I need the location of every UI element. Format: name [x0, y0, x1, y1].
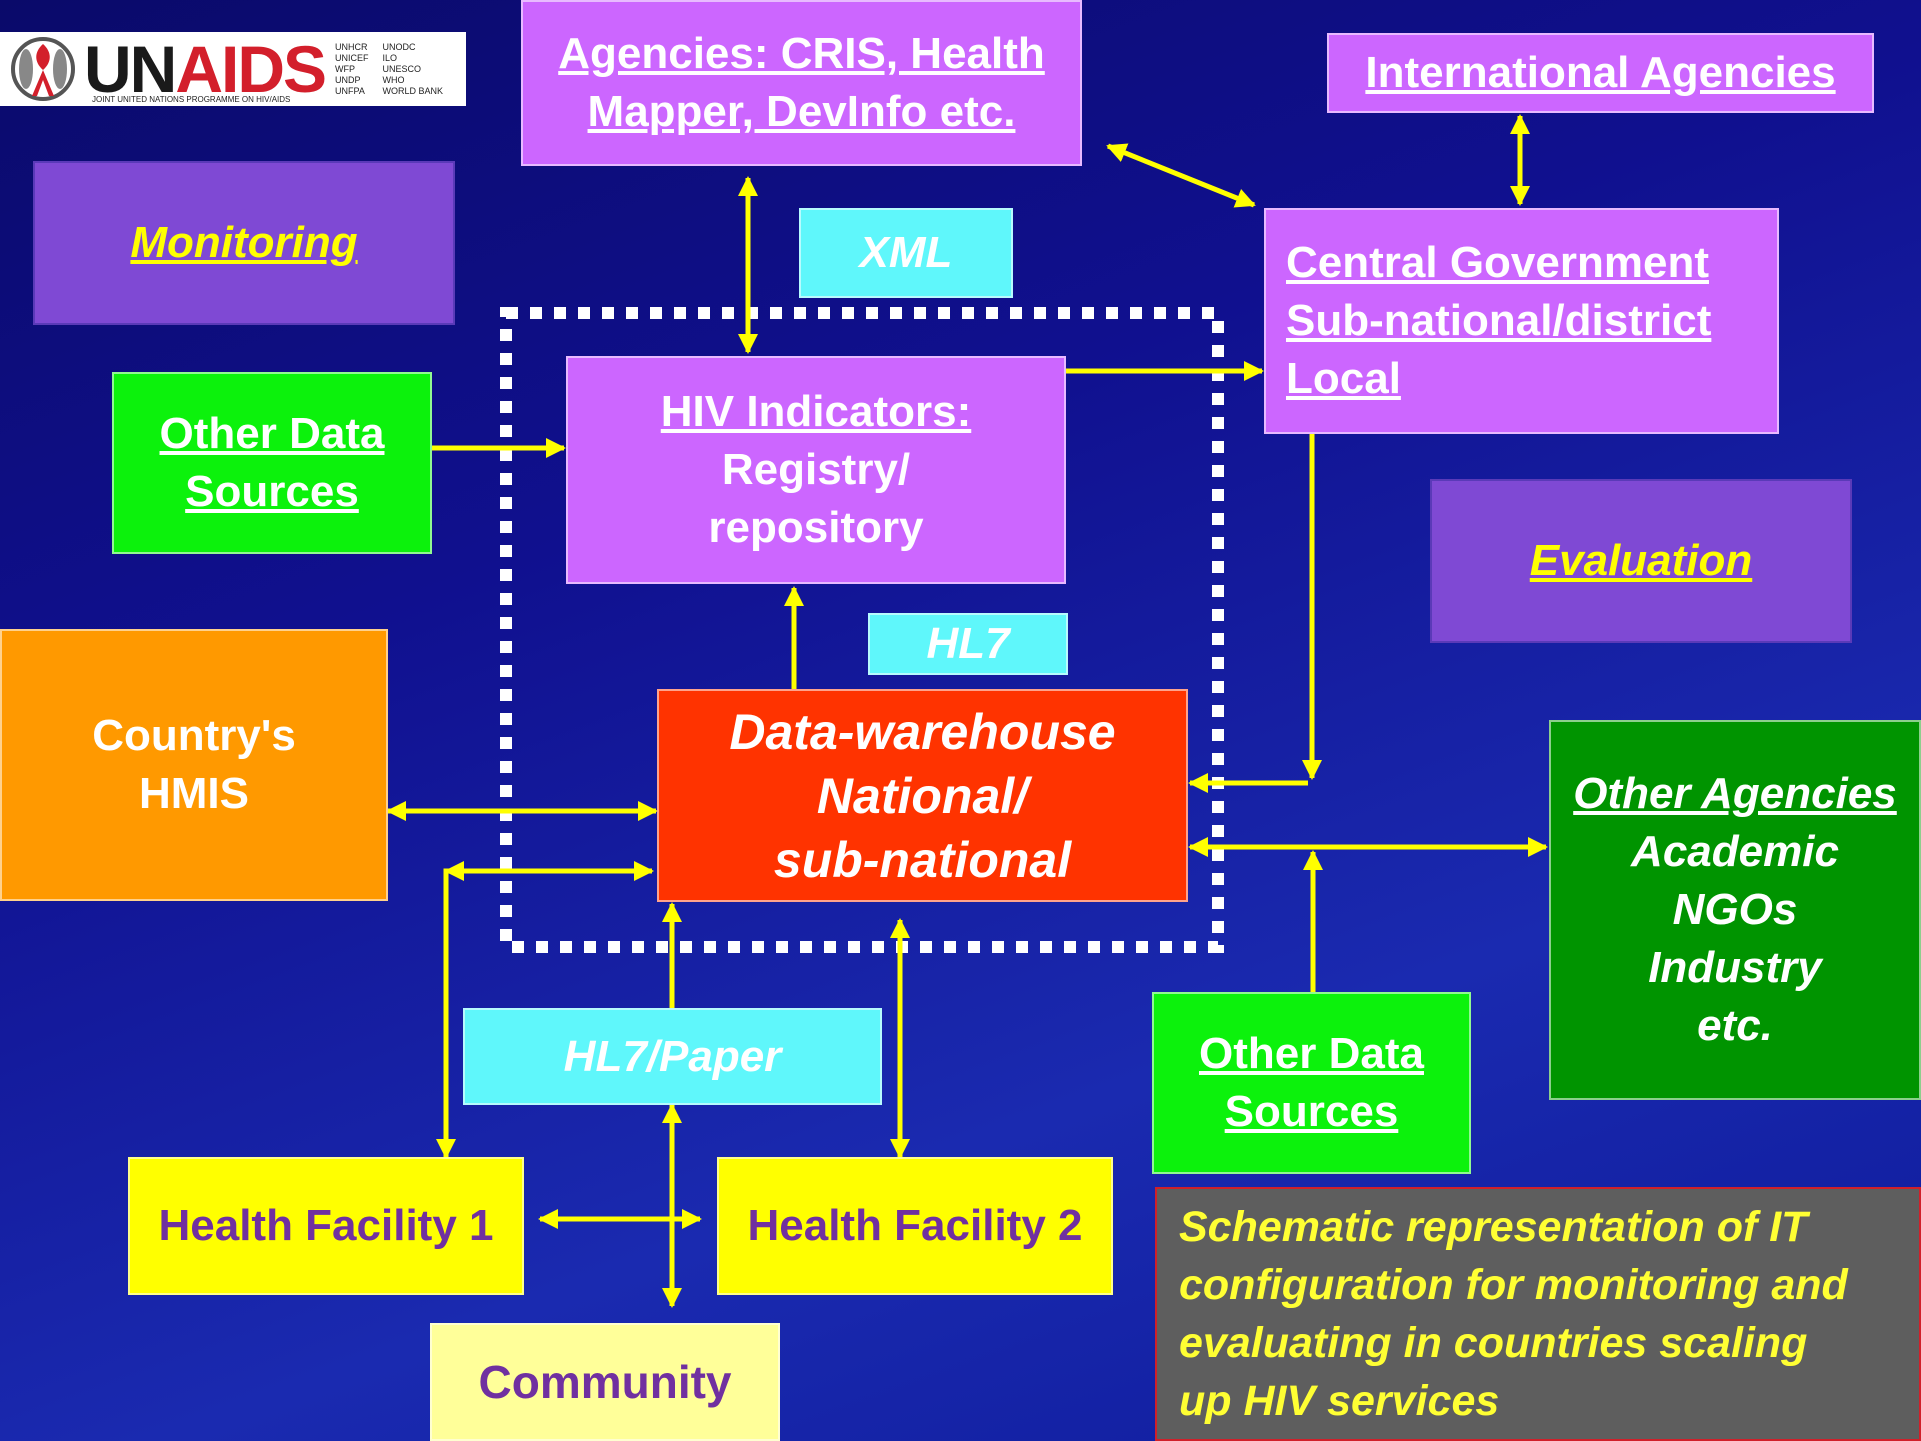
- ribbon-emblem-icon: [11, 37, 75, 101]
- monitoring-box: Monitoring: [33, 161, 455, 325]
- other-data-sources-right-box: Other Data Sources: [1152, 992, 1471, 1174]
- evaluation-box: Evaluation: [1430, 479, 1852, 643]
- hl7-paper-label: HL7/Paper: [463, 1008, 882, 1105]
- health-facility-1-box: Health Facility 1: [128, 1157, 524, 1295]
- logo-tagline: JOINT UNITED NATIONS PROGRAMME ON HIV/AI…: [92, 95, 291, 104]
- other-agencies-title: Other Agencies: [1573, 769, 1897, 818]
- data-warehouse-box: Data-warehouse National/ sub-national: [657, 689, 1188, 902]
- hiv-indicators-title: HIV Indicators:: [660, 387, 972, 436]
- logo-wordmark: UNAIDS: [84, 32, 327, 106]
- hl7-label: HL7: [868, 613, 1068, 675]
- international-agencies-box: International Agencies: [1327, 33, 1874, 113]
- community-box: Community: [430, 1323, 780, 1441]
- agencies-cris-box: Agencies: CRIS, Health Mapper, DevInfo e…: [521, 0, 1082, 166]
- other-agencies-box: Other Agencies Academic NGOs Industry et…: [1549, 720, 1921, 1100]
- central-government-box: Central Government Sub-national/district…: [1264, 208, 1779, 434]
- other-data-sources-left-box: Other Data Sources: [112, 372, 432, 554]
- xml-label: XML: [799, 208, 1013, 298]
- countrys-hmis-box: Country's HMIS: [0, 629, 388, 901]
- health-facility-2-box: Health Facility 2: [717, 1157, 1113, 1295]
- hiv-indicators-box: HIV Indicators: Registry/ repository: [566, 356, 1066, 584]
- arrow-agencies-central: [1106, 143, 1256, 208]
- caption-box: Schematic representation of IT configura…: [1155, 1187, 1921, 1441]
